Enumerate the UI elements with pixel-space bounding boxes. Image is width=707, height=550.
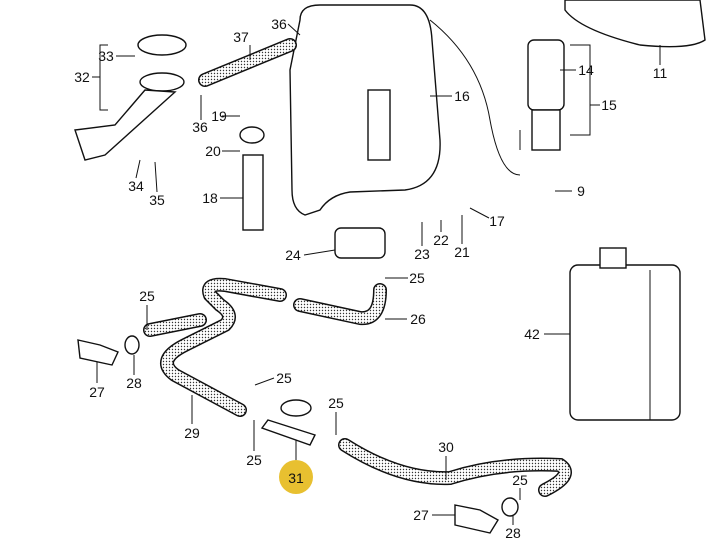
callout-27a: 27 — [89, 384, 105, 400]
callout-25f: 25 — [512, 472, 528, 488]
callout-22: 22 — [433, 232, 449, 248]
callout-34: 34 — [128, 178, 144, 194]
callout-25d: 25 — [246, 452, 262, 468]
nozzle-27-right — [454, 504, 499, 534]
highlight-circle — [279, 460, 313, 494]
check-valve-31 — [260, 399, 316, 446]
callout-31: 31 — [288, 470, 304, 486]
callout-25c: 25 — [276, 370, 292, 386]
callout-42: 42 — [524, 326, 540, 342]
callout-11: 11 — [653, 65, 668, 81]
callout-28a: 28 — [126, 375, 142, 391]
callout-33: 33 — [98, 48, 114, 64]
callout-25b: 25 — [139, 288, 155, 304]
pump-assembly — [519, 39, 565, 151]
callout-37: 37 — [233, 29, 249, 45]
callout-35: 35 — [149, 192, 165, 208]
callout-15: 15 — [601, 97, 617, 113]
callout-28b: 28 — [505, 525, 521, 541]
callout-36: 36 — [271, 16, 287, 32]
callout-26: 26 — [410, 311, 426, 327]
callout-32: 32 — [74, 69, 90, 85]
leader-lines — [92, 23, 661, 525]
callout-36b: 36 — [192, 119, 208, 135]
callout-19: 19 — [211, 108, 227, 124]
callout-21: 21 — [454, 244, 470, 260]
washer-reservoir — [289, 4, 521, 216]
callout-24: 24 — [285, 247, 301, 263]
callout-16: 16 — [454, 88, 470, 104]
callout-17: 17 — [489, 213, 505, 229]
tank-part-11 — [564, 0, 706, 48]
filler-neck — [74, 34, 187, 161]
nozzle-27-left — [77, 339, 119, 366]
callout-25a: 25 — [409, 270, 425, 286]
callout-23: 23 — [414, 246, 430, 262]
callout-9: 9 — [577, 183, 585, 199]
callout-30: 30 — [438, 439, 454, 455]
pump-24 — [334, 227, 386, 259]
pipe-18 — [242, 154, 264, 231]
callout-27b: 27 — [413, 507, 429, 523]
callout-14: 14 — [578, 62, 594, 78]
callout-20: 20 — [205, 143, 221, 159]
hoses — [143, 277, 572, 497]
callout-29: 29 — [184, 425, 200, 441]
callout-labels: 36 37 33 32 16 14 15 11 19 36 20 34 35 1… — [74, 16, 667, 541]
fluid-bottle — [569, 247, 681, 421]
callout-18: 18 — [202, 190, 218, 206]
callout-25e: 25 — [328, 395, 344, 411]
